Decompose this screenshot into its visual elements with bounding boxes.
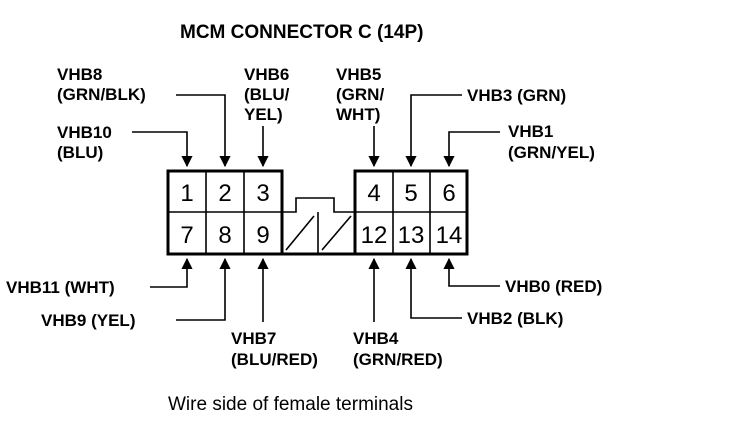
label-vhb5-color2: WHT): [336, 105, 380, 124]
label-vhb7-name: VHB7: [231, 329, 276, 348]
terminal-8: 8: [218, 222, 231, 249]
leader-vhb0: [443, 257, 500, 287]
svg-text:VHB11 (WHT): VHB11 (WHT): [6, 278, 115, 297]
svg-text:VHB2 (BLK): VHB2 (BLK): [467, 309, 563, 328]
label-vhb4-name: VHB4: [353, 329, 399, 348]
leader-vhb3: [405, 94, 462, 168]
leader-vhb11: [150, 257, 193, 288]
label-vhb6-color1: (BLU/: [244, 85, 290, 104]
svg-text:VHB0 (RED): VHB0 (RED): [505, 277, 602, 296]
terminal-9: 9: [256, 222, 269, 249]
label-vhb4-color: (GRN/RED): [353, 350, 443, 369]
leader-vhb8: [176, 94, 231, 168]
terminal-13: 13: [398, 222, 425, 249]
label-vhb3: VHB3 (GRN): [467, 86, 566, 105]
leader-lines-bottom: [150, 257, 500, 322]
terminal-2: 2: [218, 180, 231, 207]
terminal-12: 12: [361, 222, 388, 249]
terminal-7: 7: [180, 222, 193, 249]
label-vhb10-name: VHB10: [57, 123, 112, 142]
label-vhb5-color1: (GRN/: [336, 85, 384, 104]
label-vhb0: VHB0 (RED): [505, 277, 602, 296]
terminal-3: 3: [256, 180, 269, 207]
leader-vhb9: [176, 257, 231, 321]
label-vhb11: VHB11 (WHT): [6, 278, 115, 297]
connector-key-section: [280, 197, 357, 256]
diagram-caption: Wire side of female terminals: [168, 394, 413, 415]
label-vhb8-name: VHB8: [57, 65, 102, 84]
label-vhb8-color: (GRN/BLK): [57, 85, 146, 104]
label-vhb1-name: VHB1: [508, 122, 553, 141]
diagram-title: MCM CONNECTOR C (14P): [180, 22, 424, 43]
leader-vhb10: [132, 131, 193, 168]
label-vhb6-name: VHB6: [244, 65, 289, 84]
leader-vhb1: [443, 131, 500, 168]
label-vhb7-color: (BLU/RED): [231, 350, 318, 369]
svg-text:VHB3 (GRN): VHB3 (GRN): [467, 86, 566, 105]
label-vhb2: VHB2 (BLK): [467, 309, 563, 328]
leader-vhb2: [405, 257, 462, 319]
label-vhb10-color: (BLU): [57, 143, 103, 162]
terminal-14: 14: [436, 222, 463, 249]
svg-text:VHB9 (YEL): VHB9 (YEL): [41, 311, 135, 330]
label-vhb6-color2: YEL): [244, 105, 283, 124]
label-vhb9: VHB9 (YEL): [41, 311, 135, 330]
label-vhb1-color: (GRN/YEL): [508, 143, 595, 162]
terminal-1: 1: [180, 180, 193, 207]
label-vhb5-name: VHB5: [336, 65, 381, 84]
terminal-5: 5: [404, 180, 417, 207]
terminal-6: 6: [442, 180, 455, 207]
terminal-4: 4: [367, 180, 380, 207]
leader-lines-top: [132, 94, 500, 168]
